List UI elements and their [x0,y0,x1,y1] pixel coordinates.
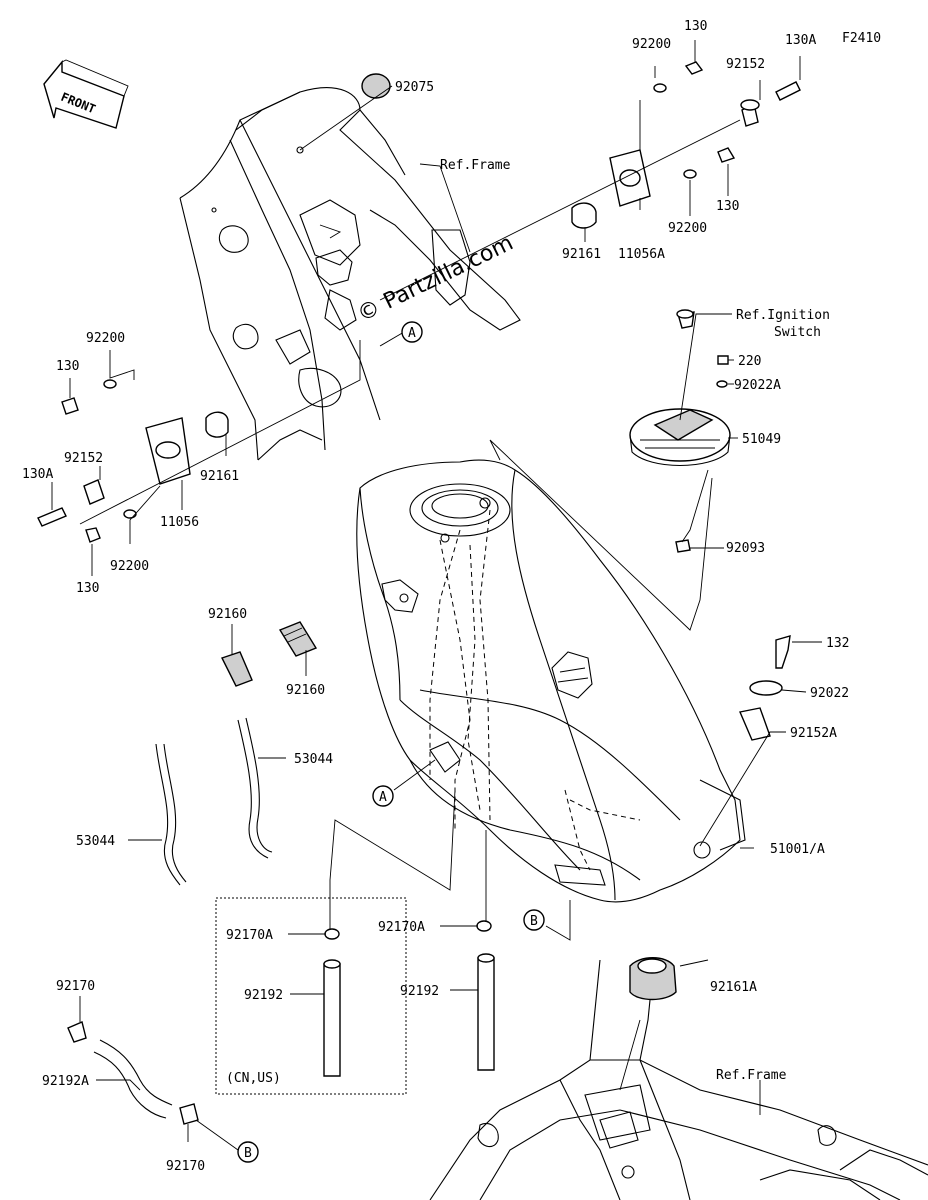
label-130-left: 130 [56,359,79,374]
ref-a-1-label: A [408,326,416,341]
label-92161a: 92161A [710,980,757,995]
label-130a-left: 130A [22,467,53,482]
label-92170a-a: 92170A [226,928,273,943]
label-92160-b: 92160 [286,683,325,698]
label-region-note: (CN,US) [226,1071,281,1086]
label-130-top: 130 [684,19,707,34]
label-130a-top: 130A [785,33,816,48]
lower-frame-drawing [429,959,928,1200]
label-53044-b: 53044 [76,834,115,849]
ref-a-2-label: A [379,790,387,805]
fuel-cap-drawing [629,408,731,466]
label-ref-ignition-2: Switch [774,325,821,340]
fuel-tank-drawing [356,459,746,903]
figure-code: F2410 [842,31,881,46]
label-51049: 51049 [742,432,781,447]
ref-b-2-label: B [244,1146,252,1161]
label-220: 220 [738,354,761,369]
label-92022: 92022 [810,686,849,701]
label-92152-left: 92152 [64,451,103,466]
label-92200-right: 92200 [668,221,707,236]
label-132: 132 [826,636,849,651]
label-92192-a: 92192 [244,988,283,1003]
leader-lines [51,40,822,1151]
label-92200-top: 92200 [632,37,671,52]
label-51001a: 51001/A [770,842,825,857]
region-box [215,897,407,1095]
label-130-left2: 130 [76,581,99,596]
label-11056: 11056 [160,515,199,530]
ref-circle-b-1 [523,909,545,931]
ref-b-1-label: B [530,914,538,929]
label-92200-left2: 92200 [110,559,149,574]
watermark-text: © Partzilla.com [354,230,518,327]
label-92152a: 92152A [790,726,837,741]
label-ref-frame-top: Ref.Frame [440,158,511,173]
label-92075: 92075 [395,80,434,95]
label-92170-b: 92170 [166,1159,205,1174]
label-92161-left: 92161 [200,469,239,484]
label-92160-a: 92160 [208,607,247,622]
label-92152-top: 92152 [726,57,765,72]
label-92170-a: 92170 [56,979,95,994]
label-130-right: 130 [716,199,739,214]
upper-frame-drawing [179,87,521,461]
label-53044-a: 53044 [294,752,333,767]
label-92161-top: 92161 [562,247,601,262]
label-92170a-b: 92170A [378,920,425,935]
label-ref-frame-bottom: Ref.Frame [716,1068,787,1083]
label-92192a: 92192A [42,1074,89,1089]
part-labels: 92075 Ref.Frame 92200 130 130A 92152 130… [22,19,849,1174]
label-11056a: 11056A [618,247,665,262]
front-arrow-icon: FRONT [43,59,129,129]
label-92200-left: 92200 [86,331,125,346]
ref-circle-a-1 [401,321,423,343]
ref-circle-b-2 [237,1141,259,1163]
hardware-parts [37,61,801,1125]
label-92093: 92093 [726,541,765,556]
ref-circle-a-2 [372,785,394,807]
label-92022a: 92022A [734,378,781,393]
label-ref-ignition-1: Ref.Ignition [736,308,830,323]
label-92192-b: 92192 [400,984,439,999]
